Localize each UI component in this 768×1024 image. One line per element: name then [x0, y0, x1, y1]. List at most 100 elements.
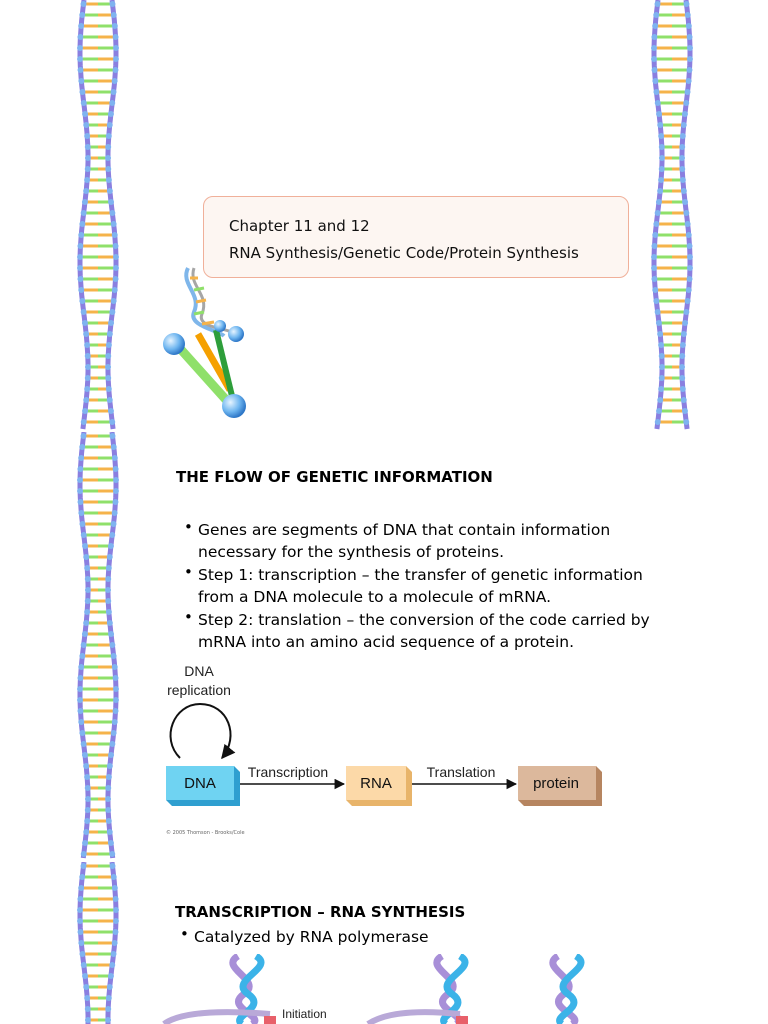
helix-node — [80, 962, 87, 968]
helix-node — [77, 56, 84, 62]
helix-node — [83, 554, 90, 560]
helix-node — [84, 342, 91, 348]
helix-node — [77, 34, 84, 40]
helix-node — [105, 609, 112, 615]
helix-node — [681, 111, 688, 117]
dna-helix-border-left-middle — [77, 432, 119, 859]
helix-node — [652, 232, 659, 238]
helix-node — [110, 444, 117, 450]
helix-node — [78, 78, 85, 84]
helix-node — [658, 144, 665, 150]
helix-node — [79, 298, 86, 304]
helix-node — [655, 199, 662, 205]
helix-node — [105, 155, 112, 161]
helix-node — [680, 122, 687, 128]
helix-node — [112, 477, 119, 483]
helix-node — [108, 631, 115, 637]
helix-node — [110, 298, 117, 304]
helix-node — [110, 89, 117, 95]
helix-node — [109, 1, 116, 7]
helix-node — [105, 796, 112, 802]
helix-node — [686, 34, 693, 40]
helix-node — [683, 100, 690, 106]
helix-node — [77, 466, 84, 472]
helix-node — [109, 962, 116, 968]
helix-node — [80, 210, 87, 216]
helix-node — [77, 265, 84, 271]
helix-node — [105, 375, 112, 381]
helix-node — [679, 133, 686, 139]
helix-node — [679, 166, 686, 172]
helix-node — [83, 397, 90, 403]
genetic-flow-diagram: DNA replication DNA Transcription RNA Tr… — [166, 663, 602, 806]
helix-node — [84, 565, 91, 571]
helix-node — [83, 829, 90, 835]
title-box: Chapter 11 and 12 RNA Synthesis/Genetic … — [203, 196, 629, 278]
helix-node — [79, 221, 86, 227]
helix-node — [84, 133, 91, 139]
helix-node — [651, 34, 658, 40]
helix-node — [78, 455, 85, 461]
bullet-text: Step 1: transcription – the transfer of … — [198, 566, 643, 606]
helix-node — [686, 254, 693, 260]
protein-box-label: protein — [533, 775, 579, 792]
helix-node — [108, 752, 115, 758]
helix-node — [686, 243, 693, 249]
helix-node — [109, 851, 116, 857]
helix-node — [683, 210, 690, 216]
helix-node — [112, 697, 119, 703]
helix-node — [106, 984, 113, 990]
helix-node — [78, 287, 85, 293]
helix-node — [112, 45, 119, 51]
helix-node — [111, 232, 118, 238]
helix-node — [684, 89, 691, 95]
helix-node — [107, 111, 114, 117]
helix-node — [105, 364, 112, 370]
helix-node — [84, 1017, 91, 1023]
helix-node — [80, 863, 87, 869]
helix-node — [679, 353, 686, 359]
helix-node — [658, 342, 665, 348]
slide2-heading: THE FLOW OF GENETIC INFORMATION — [176, 468, 493, 486]
slide2-bullet-list: Genes are segments of DNA that contain i… — [184, 517, 662, 655]
helix-node — [112, 67, 119, 73]
helix-node — [656, 408, 663, 414]
helix-node — [685, 287, 692, 293]
helix-node — [77, 243, 84, 249]
slide3-heading: TRANSCRIPTION – RNA SYNTHESIS — [175, 903, 466, 921]
helix-node — [112, 918, 119, 924]
helix-node — [84, 386, 91, 392]
helix-node — [77, 488, 84, 494]
helix-node — [112, 276, 119, 282]
helix-node — [80, 741, 87, 747]
helix-node — [654, 100, 661, 106]
helix-node — [653, 221, 660, 227]
helix-node — [77, 697, 84, 703]
helix-node — [686, 276, 693, 282]
helix-node — [81, 199, 88, 205]
helix-node — [111, 885, 118, 891]
helix-node — [651, 276, 658, 282]
helix-node — [651, 67, 658, 73]
bullet-text: Catalyzed by RNA polymerase — [194, 928, 429, 946]
helix-node — [657, 122, 664, 128]
helix-node — [679, 364, 686, 370]
helix-node — [82, 543, 89, 549]
helix-node — [105, 144, 112, 150]
helix-node — [685, 232, 692, 238]
helix-node — [105, 785, 112, 791]
dna-helix-border-right-top — [651, 0, 693, 430]
helix-node — [79, 951, 86, 957]
helix-node — [80, 532, 87, 538]
helix-node — [105, 353, 112, 359]
helix-node — [111, 287, 118, 293]
helix-node — [680, 188, 687, 194]
helix-node — [77, 45, 84, 51]
helix-node — [658, 386, 665, 392]
helix-node — [105, 177, 112, 183]
helix-node — [682, 199, 689, 205]
helix-node — [84, 609, 91, 615]
helix-node — [652, 78, 659, 84]
helix-node — [105, 386, 112, 392]
figure-copyright: © 2005 Thomson - Brooks/Cole — [166, 830, 245, 836]
